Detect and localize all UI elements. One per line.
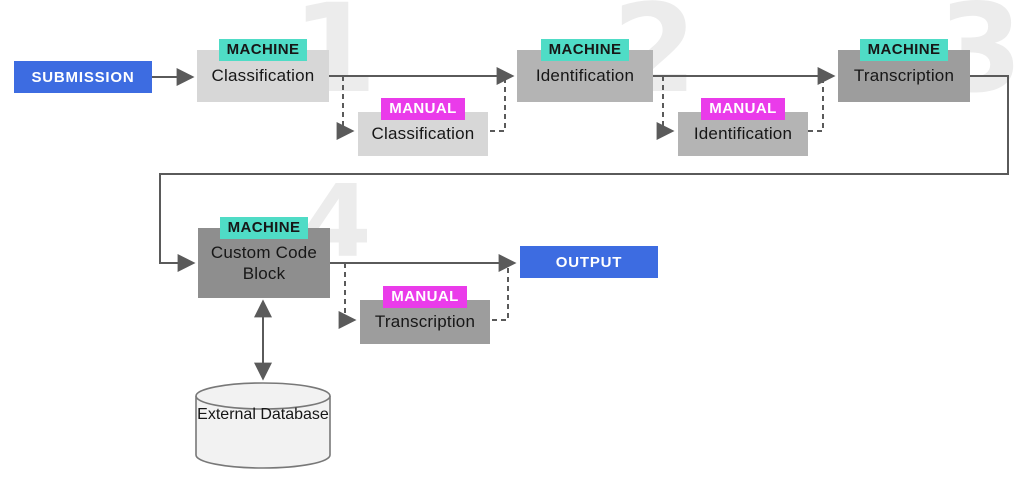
manual-step-transcription: MANUAL Transcription [360,286,490,344]
arrow-transcription-to-custom-code [159,75,1009,272]
machine-step-identification: MACHINE Identification [517,39,653,102]
machine-badge: MACHINE [540,39,630,61]
submission-node: SUBMISSION [14,61,152,93]
machine-badge: MACHINE [859,39,949,61]
machine-badge: MACHINE [218,39,308,61]
dashed-arrow-to-manual-identification [656,76,675,140]
dashed-arrow-to-manual-transcription [338,263,357,329]
manual-badge: MANUAL [381,98,465,120]
manual-step-identification: MANUAL Identification [678,98,808,156]
dashed-return-from-manual-classification [490,79,506,132]
machine-step-classification: MACHINE Classification [197,39,329,102]
manual-badge: MANUAL [701,98,785,120]
dashed-return-from-manual-identification [808,79,824,132]
external-database-label: External Database [197,406,329,423]
dashed-arrow-to-manual-classification [336,76,355,140]
machine-step-custom-code-block: MACHINE Custom Code Block [198,217,330,298]
machine-badge: MACHINE [219,217,309,239]
output-node: OUTPUT [520,246,658,278]
manual-badge: MANUAL [383,286,467,308]
step-title-manual-transcription: Transcription [360,300,490,344]
dashed-return-from-manual-transcription [492,266,509,321]
database-cylinder [195,382,331,469]
step-title-custom-code-block: Custom Code Block [198,228,330,298]
machine-step-transcription: MACHINE Transcription [838,39,970,102]
manual-step-classification: MANUAL Classification [358,98,488,156]
